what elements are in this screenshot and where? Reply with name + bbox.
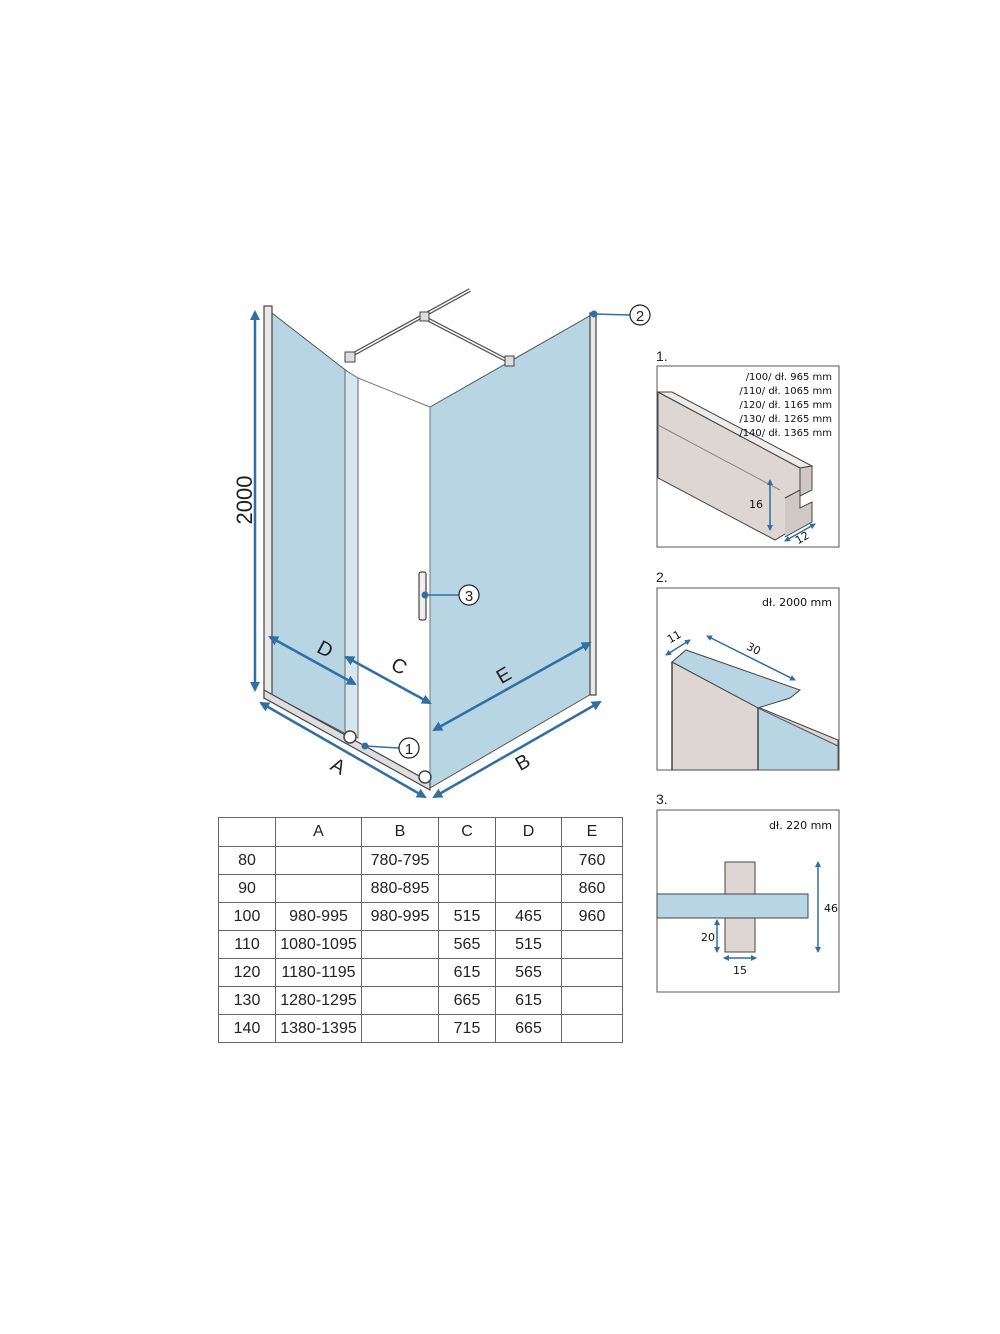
table-cell — [561, 930, 623, 959]
dim-label-a: A — [327, 754, 350, 780]
table-row: 100 980-995 980-995 515 465 960 — [218, 902, 623, 931]
detail-1-number: 1. — [656, 348, 668, 364]
detail-1-length-140: /140/ dł. 1365 mm — [739, 428, 832, 439]
detail-2-dim-11: 11 — [665, 628, 684, 646]
callout-3-number: 3 — [465, 588, 473, 605]
dim-label-b: B — [512, 750, 535, 776]
table-cell: 130 — [218, 986, 276, 1015]
table-cell: 90 — [218, 874, 276, 903]
table-cell — [495, 846, 562, 875]
e-dimension-arrow — [432, 641, 592, 732]
table-cell — [361, 958, 439, 987]
detail-3: 3. 46 20 15 dł. 220 mm — [656, 791, 840, 993]
table-cell — [438, 846, 496, 875]
table-cell: 760 — [561, 846, 623, 875]
callout-2: 2 — [590, 304, 651, 326]
table-cell: 665 — [438, 986, 496, 1015]
d-dimension-arrow — [268, 635, 357, 686]
detail-1-length-110: /110/ dł. 1065 mm — [739, 386, 832, 397]
table-header-cell: B — [361, 817, 439, 847]
table-cell: 565 — [438, 930, 496, 959]
callout-1: 1 — [361, 737, 420, 759]
c-dimension-arrow — [344, 655, 432, 705]
table-cell — [561, 986, 623, 1015]
table-cell — [275, 846, 362, 875]
detail-1-length-130: /130/ dł. 1265 mm — [739, 414, 832, 425]
shower-enclosure — [263, 288, 597, 792]
table-cell: 780-795 — [361, 846, 439, 875]
table-cell: 960 — [561, 902, 623, 931]
a-dimension-arrow — [259, 701, 427, 799]
table-cell: 565 — [495, 958, 562, 987]
right-wall-profile — [589, 312, 597, 696]
table-cell: 140 — [218, 1014, 276, 1043]
dimensions-table: A B C D E 80 780-795 760 90 880-895 860 … — [218, 817, 623, 1043]
detail-1-length-100: /100/ dł. 965 mm — [746, 372, 832, 383]
callout-3: 3 — [421, 584, 480, 606]
table-cell: 665 — [495, 1014, 562, 1043]
table-cell — [561, 958, 623, 987]
table-cell — [361, 930, 439, 959]
detail-1-dim-16: 16 — [749, 498, 763, 511]
detail-2-dim-30: 30 — [744, 640, 762, 658]
table-cell: 1380-1395 — [275, 1014, 362, 1043]
table-cell: 80 — [218, 846, 276, 875]
side-glass-panel — [429, 313, 594, 789]
callout-2-number: 2 — [636, 308, 644, 325]
table-header-cell: D — [495, 817, 562, 847]
detail-1-length-120: /120/ dł. 1165 mm — [739, 400, 832, 411]
table-cell — [361, 986, 439, 1015]
left-glass-panel — [267, 308, 349, 736]
detail-3-number: 3. — [656, 791, 668, 807]
table-cell: 515 — [438, 902, 496, 931]
left-wall-profile — [263, 305, 273, 699]
detail-3-dim-15: 15 — [733, 964, 747, 977]
table-cell: 880-895 — [361, 874, 439, 903]
table-row: 90 880-895 860 — [218, 874, 623, 903]
table-cell: 980-995 — [361, 902, 439, 931]
table-cell — [361, 1014, 439, 1043]
table-cell: 980-995 — [275, 902, 362, 931]
table-row: 140 1380-1395 715 665 — [218, 1014, 623, 1043]
table-header-cell: A — [275, 817, 362, 847]
dimension-arrows — [250, 310, 602, 799]
table-cell — [495, 874, 562, 903]
table-cell: 715 — [438, 1014, 496, 1043]
table-cell: 465 — [495, 902, 562, 931]
table-cell — [561, 1014, 623, 1043]
table-row: 80 780-795 760 — [218, 846, 623, 875]
table-cell: 100 — [218, 902, 276, 931]
table-header-cell: C — [438, 817, 496, 847]
detail-3-dim-46: 46 — [824, 902, 838, 915]
table-row: 110 1080-1095 565 515 — [218, 930, 623, 959]
table-header-row: A B C D E — [218, 817, 623, 847]
table-cell: 615 — [495, 986, 562, 1015]
table-cell: 1080-1095 — [275, 930, 362, 959]
detail-3-dim-20: 20 — [701, 931, 715, 944]
detail-2-length: dł. 2000 mm — [762, 596, 832, 609]
detail-2: 2. 11 30 dł. 2000 mm — [656, 569, 840, 771]
dim-label-c: C — [387, 654, 410, 680]
detail-1: 1. 16 12 /100/ dł. 965 mm /110/ dł. 1065… — [656, 348, 840, 548]
table-cell: 120 — [218, 958, 276, 987]
height-label: 2000 — [232, 476, 257, 525]
detail-1-dim-12: 12 — [793, 529, 812, 547]
table-cell: 515 — [495, 930, 562, 959]
table-cell: 1280-1295 — [275, 986, 362, 1015]
callout-1-number: 1 — [405, 741, 413, 758]
table-header-cell: E — [561, 817, 623, 847]
table-header-cell — [218, 817, 276, 847]
table-cell — [438, 874, 496, 903]
table-row: 130 1280-1295 665 615 — [218, 986, 623, 1015]
table-row: 120 1180-1195 615 565 — [218, 958, 623, 987]
detail-3-length: dł. 220 mm — [769, 819, 832, 832]
table-cell — [275, 874, 362, 903]
table-cell: 860 — [561, 874, 623, 903]
table-cell: 110 — [218, 930, 276, 959]
table-cell: 615 — [438, 958, 496, 987]
detail-2-number: 2. — [656, 569, 668, 585]
table-cell: 1180-1195 — [275, 958, 362, 987]
